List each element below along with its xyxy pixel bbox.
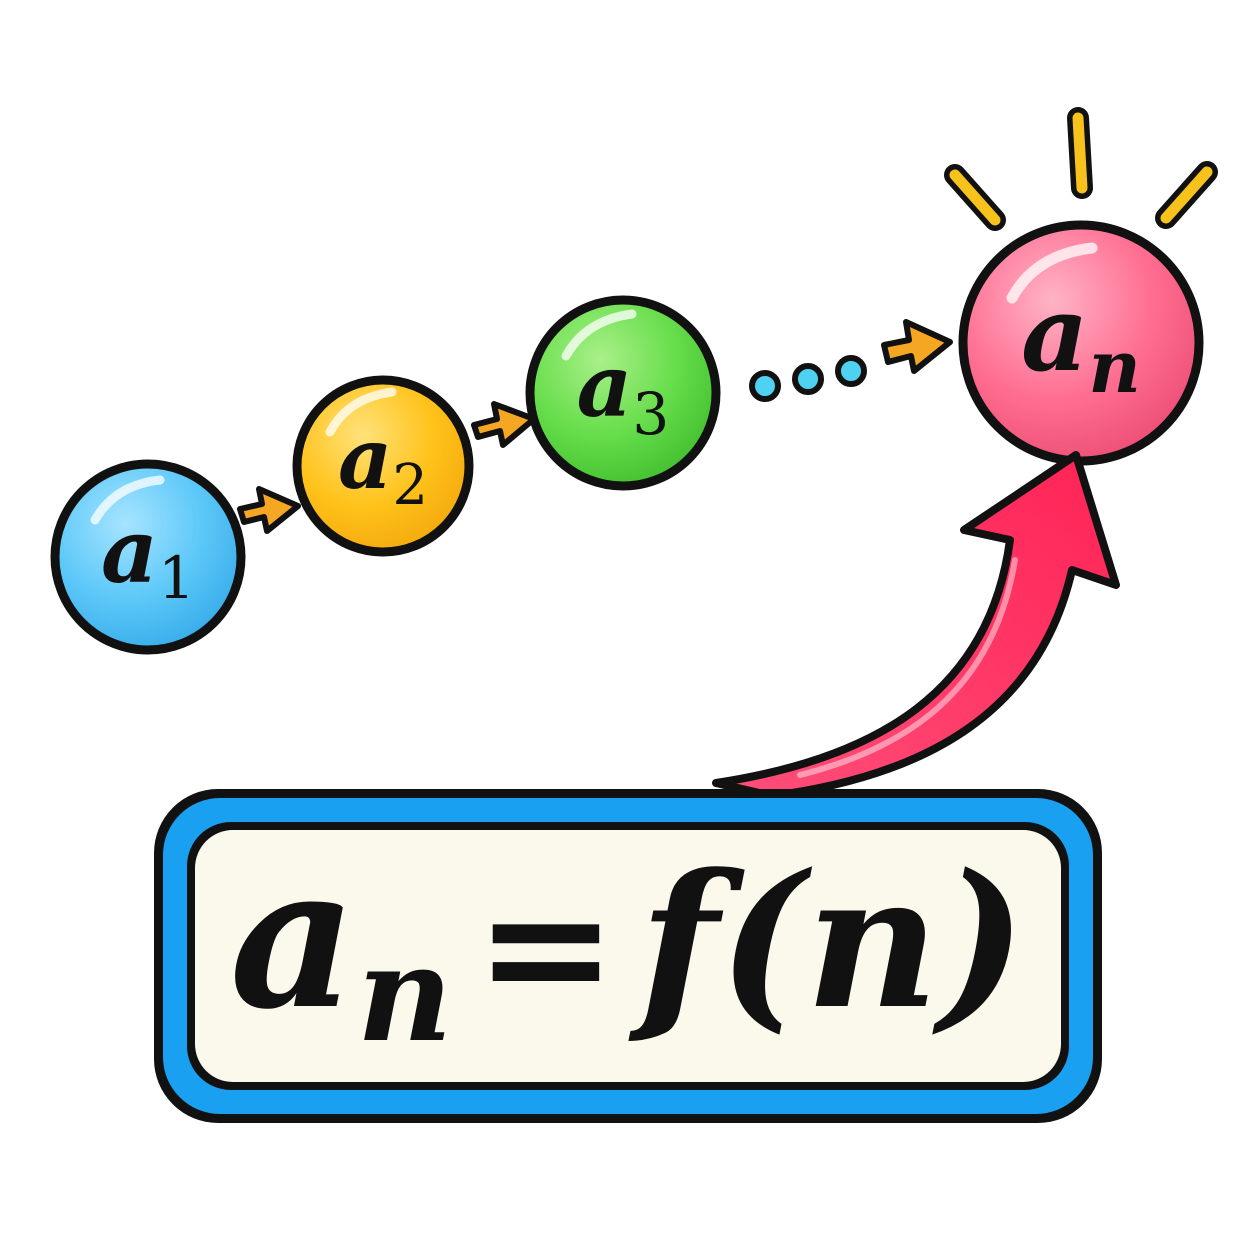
term-a2-highlight: [325, 387, 397, 437]
step-arrow-1: [237, 486, 301, 534]
term-a1-highlight: [90, 475, 165, 525]
term-a1: a1: [50, 459, 246, 655]
highlight-burst: [944, 107, 1218, 231]
ellipsis-dot-2: [792, 363, 824, 395]
term-an-highlight: [1006, 242, 1098, 304]
term-a2-label: a2: [338, 409, 428, 518]
formula-text: an=f(n): [230, 823, 1026, 1072]
formula-box-panel: [195, 830, 1061, 1082]
step-arrow-2: [471, 401, 537, 448]
term-a1-label: a1: [101, 499, 195, 612]
step-arrow-3: [881, 319, 953, 374]
curved-arrow-shine: [797, 557, 1018, 778]
term-a3-highlight: [561, 309, 637, 361]
term-an-label: an: [1021, 272, 1141, 409]
ellipsis-dot-1: [749, 370, 781, 402]
term-a3: a3: [525, 295, 721, 491]
ellipsis-dot-3: [835, 355, 867, 387]
term-a2: a2: [292, 375, 474, 557]
ellipsis-dots: [749, 355, 867, 402]
formula-box: an=f(n): [154, 789, 1102, 1123]
curved-arrow: [712, 451, 1120, 800]
term-a3-label: a3: [577, 336, 670, 448]
term-an: an: [958, 220, 1204, 466]
